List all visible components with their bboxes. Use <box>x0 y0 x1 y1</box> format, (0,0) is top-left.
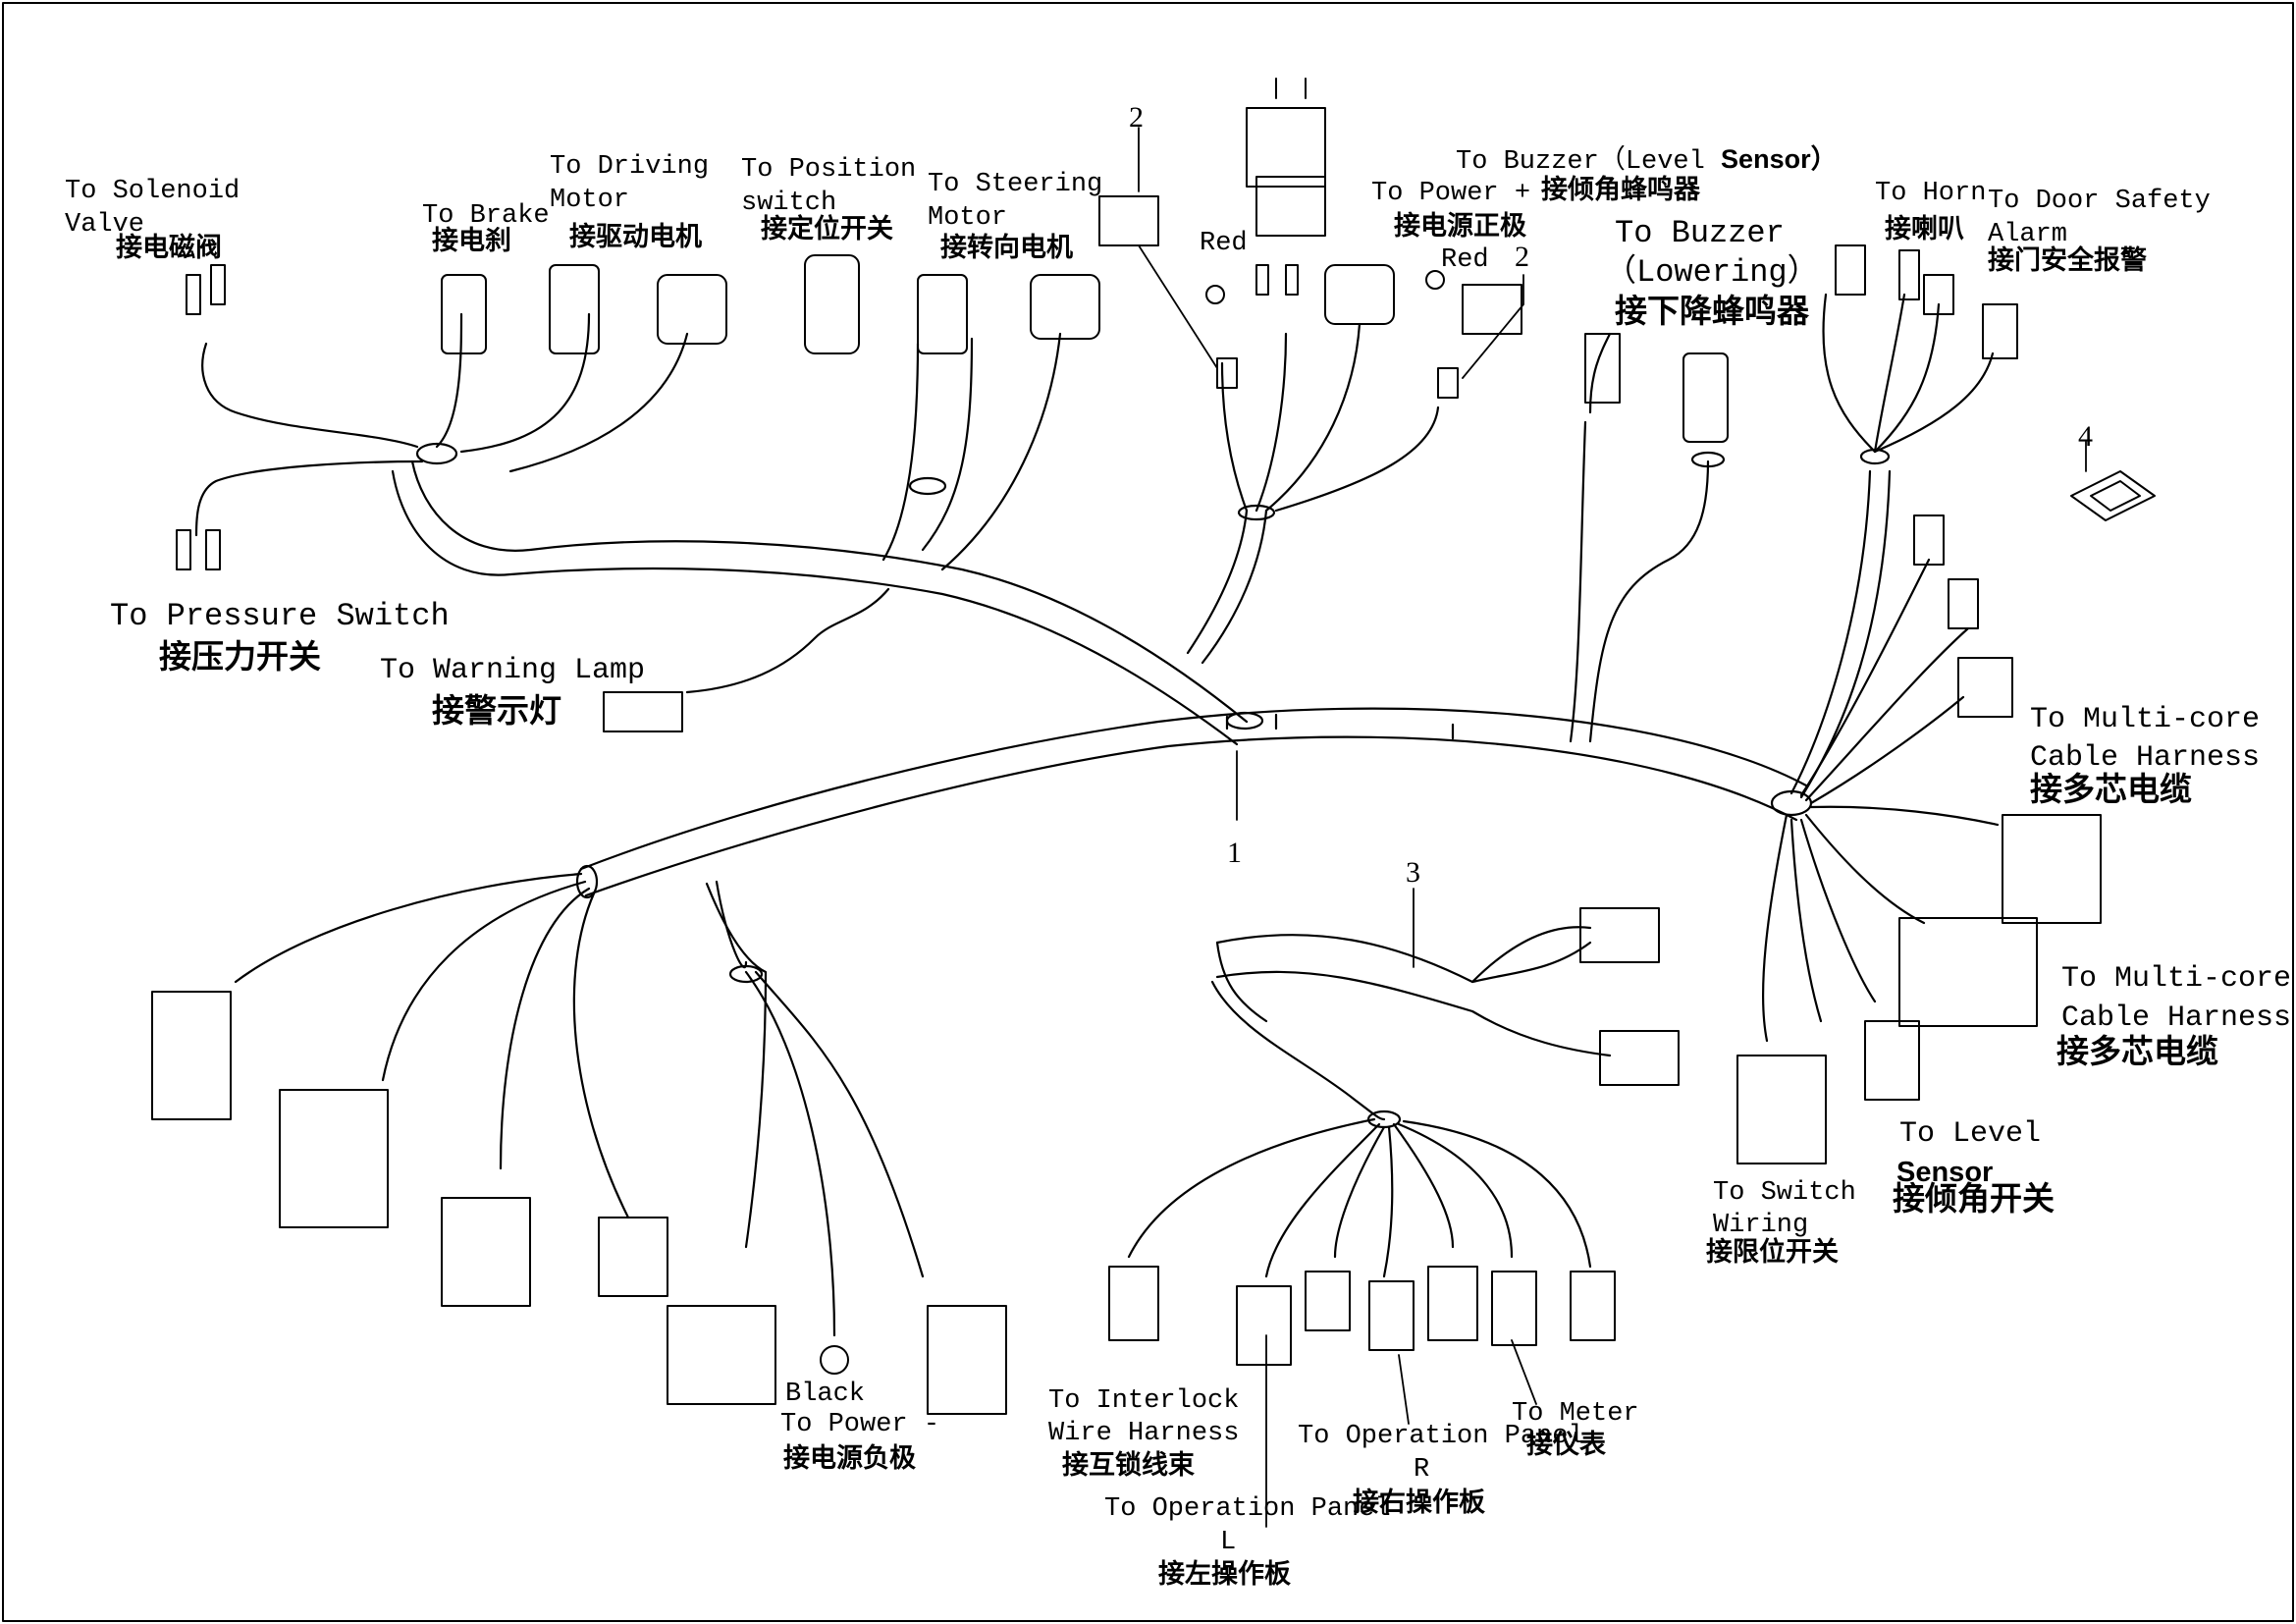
label-buzzer-level-en: To Buzzer（Level Sensor） <box>1456 144 1838 177</box>
label-power-pos-zh: 接电源正极 <box>1394 211 1526 242</box>
label-brake-zh: 接电刹 <box>432 226 511 256</box>
label-multicore-b-en2: Cable Harness <box>2061 1001 2292 1035</box>
label-warning-zh: 接警示灯 <box>432 691 561 730</box>
callout-2a: 2 <box>1129 101 1144 134</box>
label-power-neg-en2: To Power - <box>780 1410 940 1439</box>
label-interlock-en2: Wire Harness <box>1048 1419 1240 1448</box>
leader-lines <box>1138 127 2087 1528</box>
label-warning-en: To Warning Lamp <box>380 654 646 687</box>
label-red-a: Red <box>1200 229 1248 258</box>
label-meter-en: To Meter <box>1512 1399 1639 1429</box>
label-interlock-zh: 接互锁线束 <box>1062 1450 1195 1481</box>
label-buzzer-lowering-en1: To Buzzer <box>1615 215 1785 251</box>
callout-2b: 2 <box>1515 241 1529 273</box>
label-red-b: Red <box>1441 245 1489 275</box>
right-branch <box>1761 293 2000 1043</box>
warning-lamp-lead <box>685 587 890 694</box>
label-multicore-b-en1: To Multi-core <box>2061 962 2292 996</box>
label-interlock-en1: To Interlock <box>1048 1386 1240 1416</box>
label-door-en1: To Door Safety <box>1988 187 2211 216</box>
branch-harness-3 <box>1127 926 1612 1278</box>
label-level-en1: To Level <box>1899 1117 2042 1151</box>
label-driving-en2: Motor <box>550 186 630 215</box>
label-brake-en: To Brake <box>422 201 550 231</box>
label-position-zh: 接定位开关 <box>761 214 893 244</box>
label-solenoid-zh: 接电磁阀 <box>116 233 222 263</box>
label-buzzer-lowering-en2: （Lowering） <box>1605 254 1819 291</box>
label-horn-en: To Horn <box>1875 179 1987 208</box>
label-level-en2: Sensor <box>1896 1157 1994 1188</box>
upper-left-branch <box>194 312 1249 746</box>
label-multicore-a-en2: Cable Harness <box>2030 741 2261 775</box>
label-solenoid-en1: To Solenoid <box>65 177 240 206</box>
label-steering-en2: Motor <box>928 203 1008 233</box>
label-horn-zh: 接喇叭 <box>1885 214 1964 244</box>
label-position-en1: To Position <box>741 155 917 185</box>
label-steering-zh: 接转向电机 <box>940 233 1073 263</box>
callout-3: 3 <box>1406 856 1420 889</box>
label-multicore-b-zh: 接多芯电缆 <box>2056 1032 2218 1070</box>
label-solenoid-en2: Valve <box>65 210 145 240</box>
label-panel-r-en1: To Operation Panel <box>1298 1422 1584 1451</box>
label-panel-l-zh: 接左操作板 <box>1158 1559 1291 1590</box>
label-multicore-a-en1: To Multi-core <box>2030 703 2261 736</box>
label-panel-l-en1: To Operation Panel <box>1104 1494 1391 1524</box>
label-multicore-a-zh: 接多芯电缆 <box>2030 770 2192 808</box>
label-switch-en1: To Switch <box>1713 1178 1856 1208</box>
label-panel-r-en2: R <box>1414 1455 1430 1485</box>
label-steering-en1: To Steering <box>928 170 1103 199</box>
buzzer-branch <box>1569 332 1726 743</box>
label-position-en2: switch <box>741 189 837 218</box>
connectors <box>151 78 2156 1415</box>
upper-middle-branch <box>1186 322 1440 665</box>
label-switch-zh: 接限位开关 <box>1706 1237 1839 1268</box>
callout-4: 4 <box>2078 420 2093 453</box>
label-power-neg-en1: Black <box>785 1380 866 1409</box>
label-panel-r-zh: 接右操作板 <box>1353 1488 1485 1518</box>
label-power-pos-en: To Power + <box>1371 179 1531 208</box>
label-door-zh: 接门安全报警 <box>1988 245 2147 276</box>
label-meter-zh: 接仪表 <box>1526 1430 1606 1460</box>
label-panel-l-en2: L <box>1220 1528 1237 1557</box>
label-door-en2: Alarm <box>1988 220 2068 249</box>
label-power-neg-zh: 接电源负极 <box>783 1443 916 1474</box>
label-level-zh: 接倾角开关 <box>1893 1179 2055 1218</box>
label-pressure-zh: 接压力开关 <box>159 637 321 676</box>
main-trunk-cable <box>579 707 1808 897</box>
label-pressure-en: To Pressure Switch <box>110 598 450 634</box>
label-buzzer-level-zh: 接倾角蜂鸣器 <box>1541 175 1700 205</box>
label-buzzer-lowering-zh: 接下降蜂鸣器 <box>1615 292 1809 330</box>
callout-1: 1 <box>1227 837 1242 869</box>
label-switch-en2: Wiring <box>1713 1211 1809 1240</box>
lower-left-branch <box>234 864 925 1337</box>
label-driving-zh: 接驱动电机 <box>569 222 702 252</box>
label-driving-en1: To Driving <box>550 152 710 182</box>
